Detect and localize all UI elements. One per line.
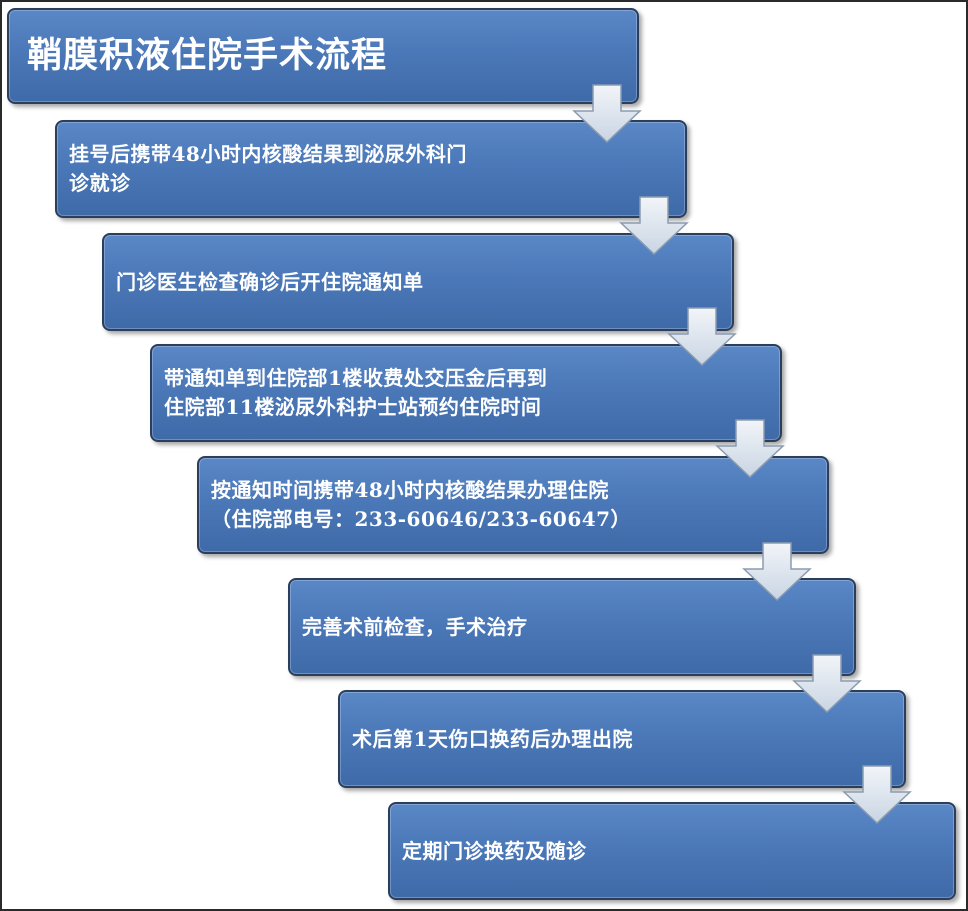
down-arrow-icon (742, 542, 812, 602)
step-2-line-1: 门诊医生检查确诊后开住院通知单 (116, 269, 424, 294)
step-5-box: 完善术前检查，手术治疗 (288, 578, 856, 676)
down-arrow-icon (842, 765, 912, 825)
down-arrow-icon (715, 419, 785, 479)
step-6-line-1: 术后第1天伤口换药后办理出院 (352, 726, 633, 751)
step-3-line-1: 带通知单到住院部1楼收费处交压金后再到 (164, 366, 548, 390)
step-5-line-1: 完善术前检查，手术治疗 (302, 614, 528, 639)
step-1-box: 挂号后携带48小时内核酸结果到泌尿外科门 诊就诊 (55, 120, 687, 218)
step-4-box: 按通知时间携带48小时内核酸结果办理住院 （住院部电号：233-60646/23… (197, 456, 829, 554)
step-4-line-2: （住院部电号：233-60646/233-60647） (211, 507, 632, 531)
down-arrow-icon (667, 307, 737, 367)
step-1-line-2: 诊就诊 (69, 171, 131, 195)
flow-title: 鞘膜积液住院手术流程 (27, 34, 388, 76)
step-3-line-2: 住院部11楼泌尿外科护士站预约住院时间 (164, 395, 542, 419)
down-arrow-icon (792, 654, 862, 714)
down-arrow-icon (572, 84, 642, 144)
step-3-box: 带通知单到住院部1楼收费处交压金后再到 住院部11楼泌尿外科护士站预约住院时间 (150, 344, 782, 442)
step-1-line-1: 挂号后携带48小时内核酸结果到泌尿外科门 (69, 142, 467, 166)
flow-title-box: 鞘膜积液住院手术流程 (7, 8, 639, 104)
step-6-box: 术后第1天伤口换药后办理出院 (338, 690, 906, 788)
step-7-line-1: 定期门诊换药及随诊 (402, 838, 587, 863)
step-2-box: 门诊医生检查确诊后开住院通知单 (102, 233, 734, 331)
step-7-box: 定期门诊换药及随诊 (388, 802, 956, 900)
down-arrow-icon (619, 196, 689, 256)
step-4-line-1: 按通知时间携带48小时内核酸结果办理住院 (211, 478, 609, 502)
